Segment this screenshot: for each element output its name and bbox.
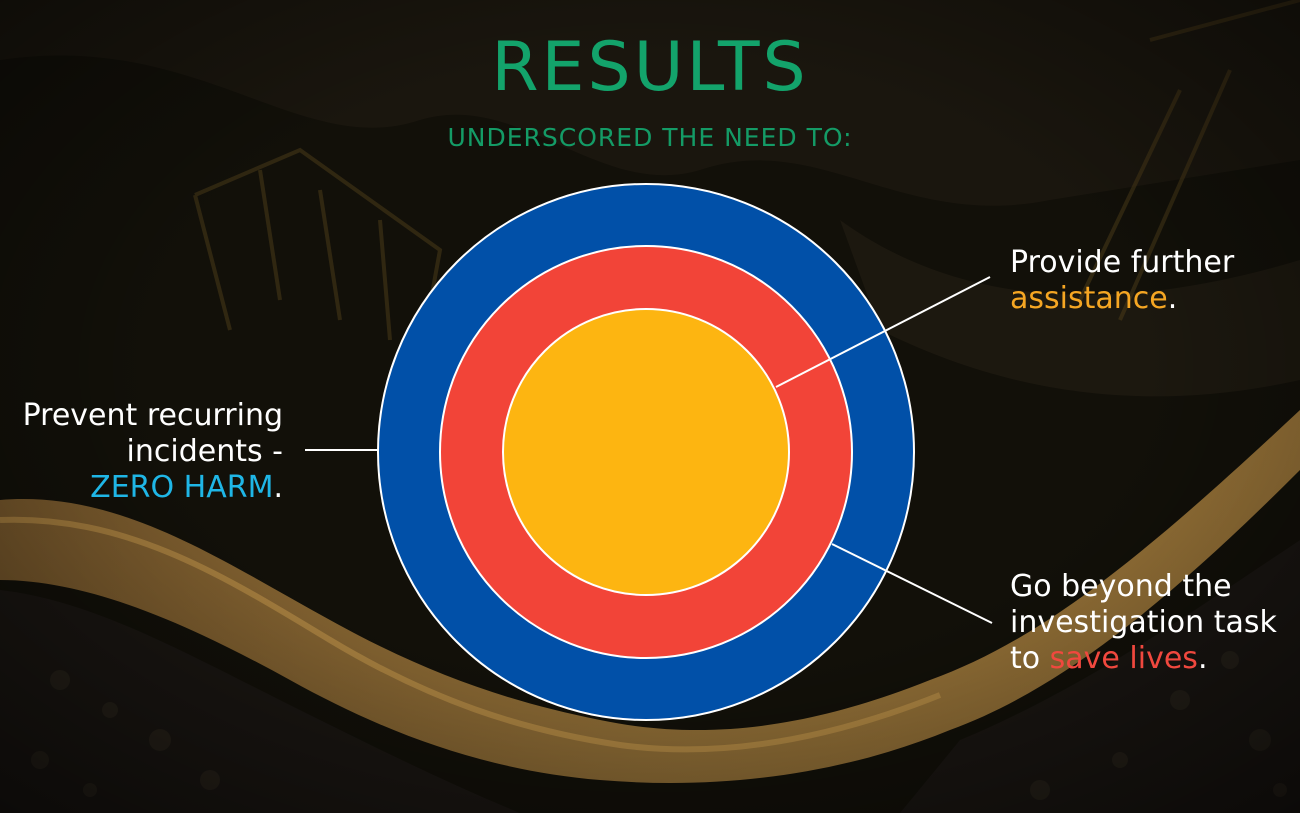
label-left-line2: incidents - xyxy=(126,434,283,469)
slide-title: RESULTS xyxy=(491,28,809,107)
label-top-right-line1: Provide further xyxy=(1010,245,1235,280)
label-provide-assistance: Provide further assistance. xyxy=(1010,245,1234,317)
label-left-suffix: . xyxy=(273,470,283,505)
label-bottom-right-line2: investigation task xyxy=(1010,605,1277,640)
highlight-assistance: assistance xyxy=(1010,281,1168,316)
label-left-line1: Prevent recurring xyxy=(22,398,283,433)
label-bottom-right-line1: Go beyond the xyxy=(1010,569,1232,604)
label-top-right-line2: assistance. xyxy=(1010,281,1234,317)
connector-line-top-right xyxy=(775,276,991,388)
highlight-zero-harm: ZERO HARM xyxy=(90,470,274,505)
label-top-right-suffix: . xyxy=(1167,281,1178,316)
connector-line-bottom-right xyxy=(831,543,993,624)
label-left-line3: ZERO HARM. xyxy=(23,470,283,506)
inner-circle xyxy=(502,308,790,596)
label-go-beyond: Go beyond the investigation task to save… xyxy=(1010,569,1277,677)
label-bottom-right-suffix: . xyxy=(1197,641,1208,676)
label-bottom-right-prefix: to xyxy=(1010,641,1050,676)
label-bottom-right-line3: to save lives. xyxy=(1010,641,1277,677)
highlight-save-lives: save lives xyxy=(1049,641,1198,676)
slide-subtitle: UNDERSCORED THE NEED TO: xyxy=(447,123,853,152)
label-prevent-incidents: Prevent recurring incidents - ZERO HARM. xyxy=(23,398,283,506)
